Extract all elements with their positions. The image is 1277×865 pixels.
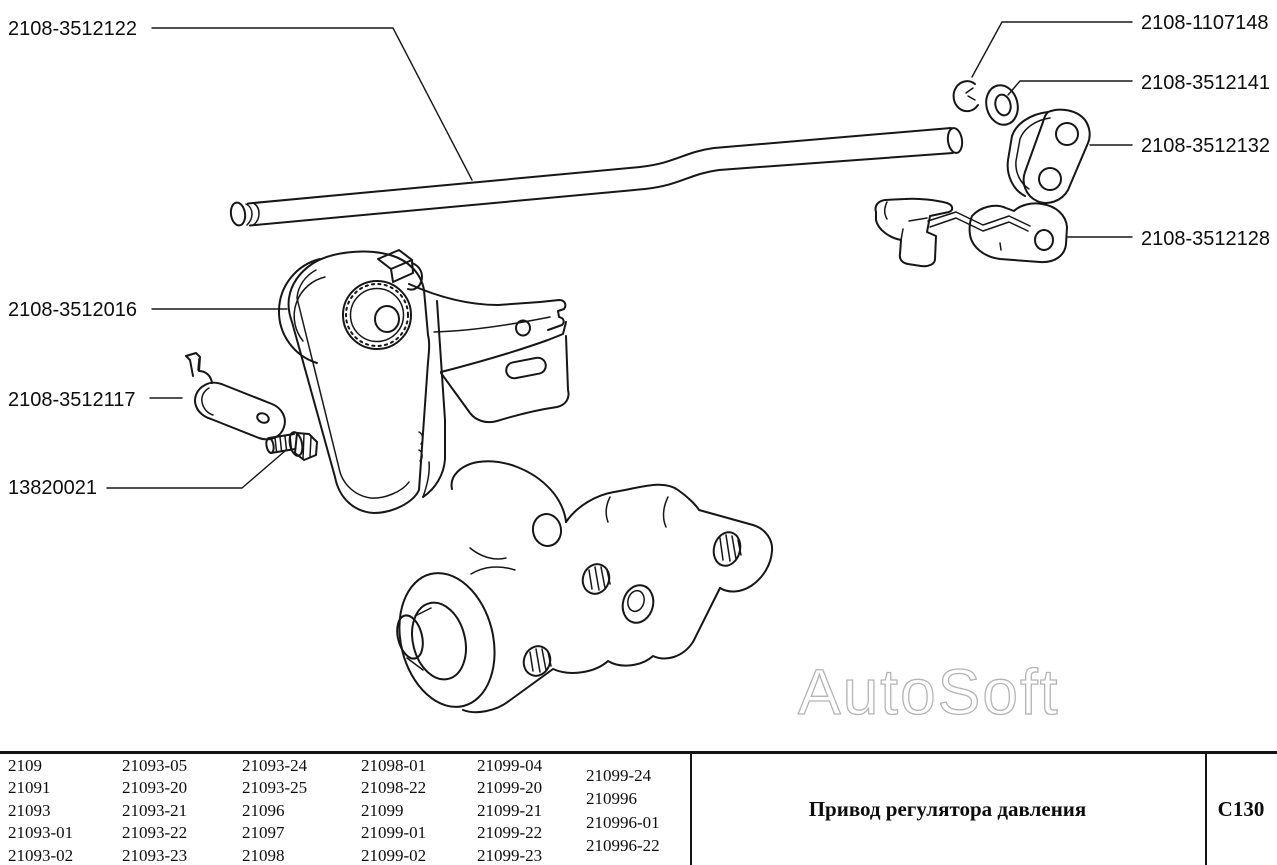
sheet-code: С130 [1217, 797, 1265, 821]
model-column-6: 21099-24 210996 210996-01 210996-22 [586, 764, 660, 858]
model-cell: 21091 [8, 778, 51, 798]
model-cell: 21093-02 [8, 845, 74, 865]
cushion-pad-drawing [1006, 108, 1091, 204]
part-label-2108-3512016: 2108-3512016 [8, 299, 138, 321]
model-cell: 21093-20 [122, 778, 188, 798]
clamp-drawing [874, 197, 1068, 268]
part-label-2108-3512122: 2108-3512122 [8, 18, 138, 40]
lever-assembly-drawing [277, 249, 570, 514]
part-label-2108-3512117: 2108-3512117 [8, 389, 136, 411]
model-cell: 21098-22 [361, 778, 427, 798]
model-cell: 21093-24 [242, 756, 308, 775]
washer-drawing [985, 84, 1019, 126]
model-cell: 21099-20 [477, 778, 543, 798]
model-column-1: 2109 21091 21093 21093-01 21093-02 [8, 755, 73, 865]
model-cell: 21093-22 [122, 823, 188, 843]
model-cell: 21093-25 [242, 778, 308, 798]
model-cell: 21096 [242, 800, 285, 820]
model-cell: 2109 [8, 756, 42, 775]
model-cell: 21098-01 [361, 756, 427, 775]
part-label-2108-1107148: 2108-1107148 [1141, 12, 1269, 34]
section-title: Привод регулятора давления [808, 797, 1087, 821]
model-cell: 21097 [242, 823, 285, 843]
model-cell: 21099 [361, 800, 404, 820]
part-label-2108-3512128: 2108-3512128 [1141, 228, 1271, 250]
retainer-bracket-drawing [185, 352, 286, 441]
model-column-4: 21098-01 21098-22 21099 21099-01 21099-0… [361, 755, 426, 865]
model-cell: 21093-05 [122, 756, 188, 775]
circlip-drawing [952, 80, 979, 113]
part-label-2108-3512141: 2108-3512141 [1141, 72, 1271, 94]
model-cell: 21093 [8, 800, 51, 820]
model-cell: 21099-23 [477, 845, 543, 865]
model-column-3: 21093-24 21093-25 21096 21097 21098 [242, 755, 307, 865]
model-cell: 21099-22 [477, 823, 543, 843]
model-cell: 21099-21 [477, 800, 543, 820]
watermark-text: AutoSoft [798, 656, 1060, 728]
model-cell: 210996-22 [586, 836, 660, 856]
valve-body-drawing [396, 460, 774, 714]
table-divider-models [690, 753, 692, 865]
model-column-2: 21093-05 21093-20 21093-21 21093-22 2109… [122, 755, 187, 865]
model-cell: 21093-21 [122, 800, 188, 820]
table-top-border [0, 751, 1277, 754]
model-cell: 210996 [586, 789, 637, 809]
part-label-13820021: 13820021 [8, 477, 97, 499]
model-cell: 21099-24 [586, 766, 652, 785]
bolt-drawing [265, 431, 318, 461]
model-cell: 210996-01 [586, 812, 660, 832]
model-cell: 21099-04 [477, 756, 543, 775]
model-cell: 21093-23 [122, 845, 188, 865]
part-label-2108-3512132: 2108-3512132 [1141, 135, 1271, 157]
model-cell: 21093-01 [8, 823, 74, 843]
model-cell: 21099-01 [361, 823, 427, 843]
table-divider-code [1205, 753, 1207, 865]
model-column-5: 21099-04 21099-20 21099-21 21099-22 2109… [477, 755, 542, 865]
model-cell: 21099-02 [361, 845, 427, 865]
model-cell: 21098 [242, 845, 285, 865]
leader-lines [106, 21, 1133, 489]
rod-drawing [229, 127, 964, 227]
